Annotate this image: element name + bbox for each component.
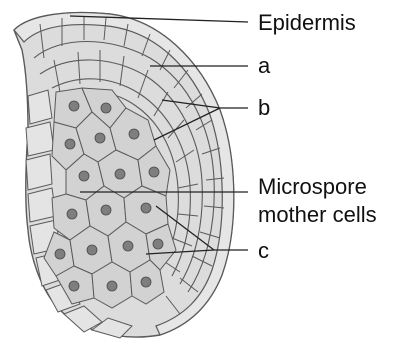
label-b: b [258,97,270,119]
label-microspore-line2: mother cells [258,204,377,226]
label-a: a [258,55,270,77]
label-microspore-line1: Microspore [258,176,367,198]
label-c: c [258,240,269,262]
label-epidermis: Epidermis [258,12,356,34]
